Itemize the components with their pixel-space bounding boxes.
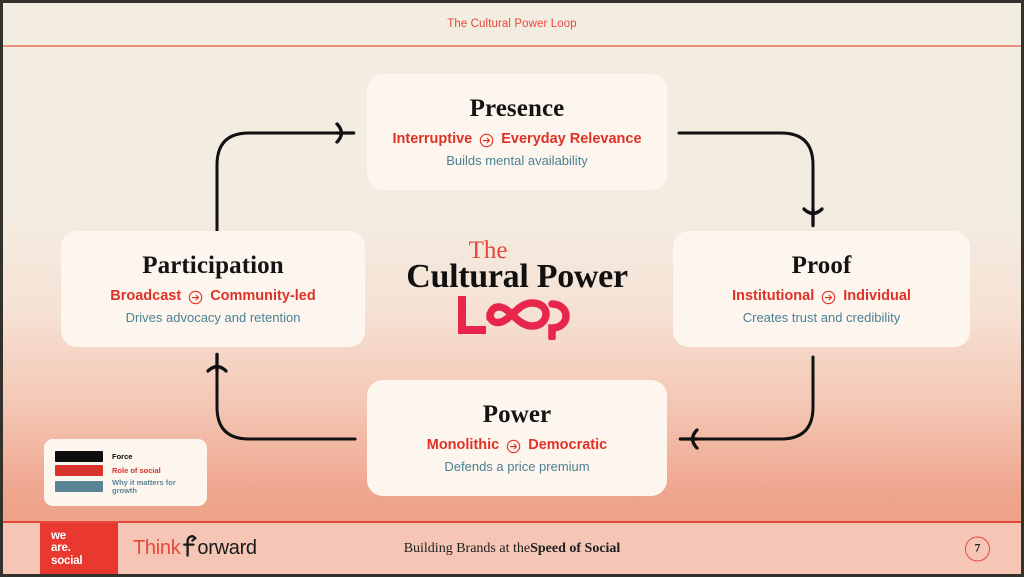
circled-right-arrow-icon: [821, 290, 836, 305]
node-participation-shift: Broadcast Community-led: [110, 288, 315, 304]
node-participation-to: Community-led: [210, 288, 316, 305]
think-forward-forward-text: orward: [197, 537, 257, 559]
node-presence-from: Interruptive: [392, 131, 473, 148]
legend-label-force: Force: [112, 451, 133, 461]
circled-right-arrow-icon: [479, 133, 494, 148]
think-forward-logo: Think orward: [133, 523, 257, 574]
loop-connector-arrows: [3, 45, 1021, 527]
slide-header: The Cultural Power Loop: [3, 3, 1021, 47]
node-participation-why: Drives advocacy and retention: [125, 310, 301, 326]
legend-swatch-why-it-matters: [55, 481, 103, 492]
arrow-presence-to-proof: [677, 131, 813, 223]
node-proof-why: Creates trust and credibility: [742, 310, 901, 326]
node-power[interactable]: Power Monolithic Democratic Defends a pr…: [367, 380, 667, 496]
node-proof[interactable]: Proof Institutional Individual Creates t…: [673, 231, 970, 347]
node-presence-shift: Interruptive Everyday Relevance: [392, 131, 641, 147]
we-are-social-logo: we are. social: [40, 523, 118, 574]
node-power-title: Power: [482, 400, 552, 428]
node-participation-from: Broadcast: [110, 288, 182, 305]
legend-item-role-of-social: Role of social: [55, 465, 196, 476]
we-are-social-line3: social: [51, 554, 83, 567]
node-presence-title: Presence: [469, 94, 565, 122]
legend-swatch-role-of-social: [55, 465, 103, 476]
node-presence[interactable]: Presence Interruptive Everyday Relevance…: [367, 74, 667, 190]
we-are-social-line2: are.: [51, 542, 71, 555]
arrow-participation-to-presence: [215, 133, 351, 347]
legend: Force Role of social Why it matters for …: [44, 439, 207, 506]
node-power-shift: Monolithic Democratic: [427, 437, 607, 453]
node-presence-why: Builds mental availability: [446, 153, 588, 169]
legend-swatch-force: [55, 451, 103, 462]
we-are-social-line1: we: [51, 530, 66, 543]
diagram-canvas: The Cultural Power Presence Interruptive: [3, 45, 1021, 527]
node-power-to: Democratic: [528, 437, 608, 454]
node-proof-title: Proof: [791, 251, 852, 279]
node-proof-from: Institutional: [732, 288, 815, 305]
legend-label-role-of-social: Role of social: [112, 465, 161, 475]
node-power-from: Monolithic: [426, 437, 500, 454]
think-forward-think: Think: [133, 537, 181, 559]
slide-footer: Building Brands at the Speed of Social w…: [3, 521, 1021, 574]
forward-arrow-f-icon: [181, 534, 198, 563]
legend-item-why-it-matters: Why it matters for growth: [55, 479, 196, 494]
node-participation[interactable]: Participation Broadcast Community-led Dr…: [61, 231, 365, 347]
legend-item-force: Force: [55, 451, 196, 462]
legend-label-why-it-matters: Why it matters for growth: [112, 478, 176, 495]
node-participation-title: Participation: [142, 251, 284, 279]
node-proof-shift: Institutional Individual: [732, 288, 911, 304]
circled-right-arrow-icon: [188, 290, 203, 305]
node-power-why: Defends a price premium: [444, 459, 590, 475]
page-title: The Cultural Power Loop: [447, 18, 577, 30]
node-presence-to: Everyday Relevance: [501, 131, 642, 148]
node-proof-to: Individual: [843, 288, 911, 305]
footer-tagline-bold: Speed of Social: [530, 540, 621, 556]
circled-right-arrow-icon: [506, 439, 521, 454]
footer-tagline-light: Building Brands at the: [403, 540, 531, 556]
arrow-power-to-participation: [217, 357, 357, 441]
arrow-proof-to-power: [683, 355, 815, 439]
page-number-badge: 7: [965, 536, 990, 561]
think-forward-forward: orward: [180, 534, 257, 563]
